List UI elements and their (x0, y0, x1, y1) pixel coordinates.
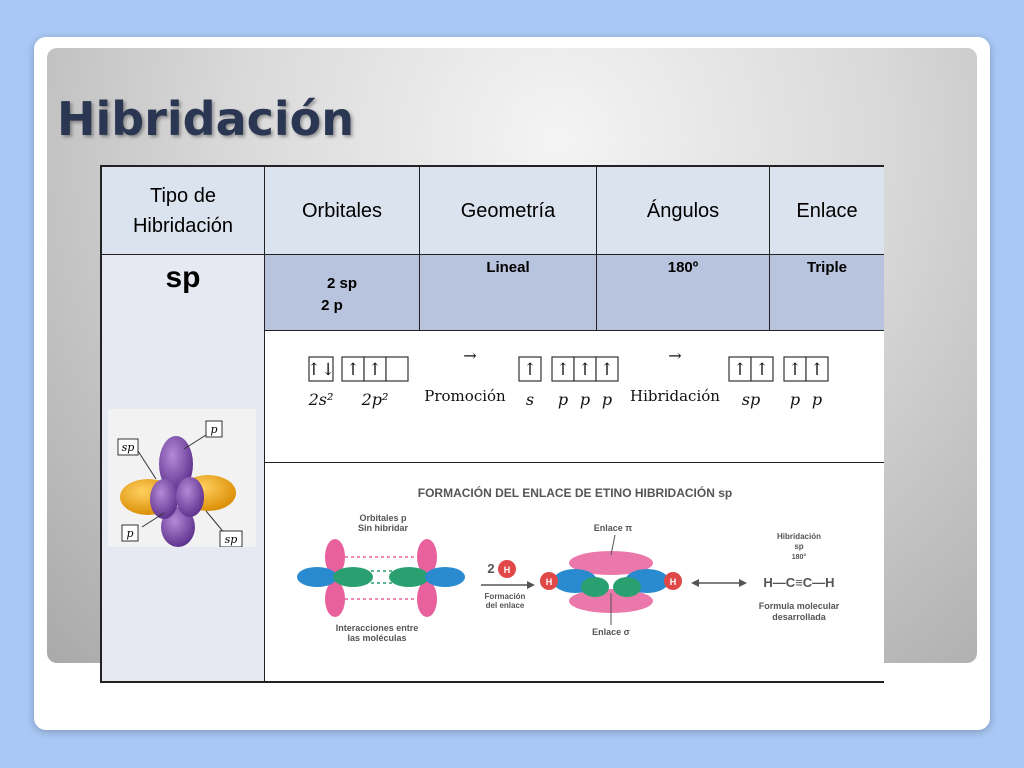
orbitales-line1: 2 sp (326, 275, 357, 292)
label-sp: sp (742, 390, 760, 409)
formula-line2: desarrollada (772, 612, 827, 622)
box-hp-1: ↑ (788, 360, 802, 380)
angulos-cell: 180º (597, 255, 770, 331)
step-hibridacion: Hibridación (630, 387, 720, 405)
ethyne-bond-diagram: FORMACIÓN DEL ENLACE DE ETINO HIBRIDACIÓ… (265, 463, 884, 681)
hib-angle: 180° (792, 553, 807, 561)
hybridization-table: Tipo de Hibridación Orbitales Geometría … (100, 165, 884, 683)
ethyne-svg: FORMACIÓN DEL ENLACE DE ETINO HIBRIDACIÓ… (297, 485, 840, 643)
formula-line1: Formula molecular (759, 601, 840, 611)
arrow-1: → (463, 346, 476, 365)
header-enlace: Enlace (770, 167, 884, 255)
label-2p2: 2p² (361, 390, 389, 409)
label-hp-b: p (812, 390, 822, 409)
step-promocion: Promoción (424, 387, 506, 405)
label-s: s (526, 390, 534, 409)
label-p-bottom: p (126, 527, 133, 540)
reagent-count: 2 (487, 561, 494, 576)
enlace-cell: Triple (770, 255, 884, 331)
enlace-pi-label: Enlace π (594, 523, 633, 533)
interacciones-line1: Interacciones entre (336, 623, 419, 633)
label-p-top: p (210, 423, 217, 436)
hib-line2: sp (794, 542, 803, 551)
enlace-sigma-label: Enlace σ (592, 627, 630, 637)
label-2s2: 2s² (308, 390, 334, 409)
p-lobe-top (159, 436, 193, 492)
label-sp-top: sp (122, 441, 135, 454)
arrow-2: → (668, 346, 681, 365)
orbitales-p-line2: Sin hibridar (358, 523, 409, 533)
hib-line1: Hibridación (777, 532, 821, 541)
electron-box-svg: ↑↓ ↑ ↑ ↑ ↑ ↑ ↑ ↑ ↑ ↑ ↑ → → Promoción Hib… (307, 346, 829, 409)
formacion-line2: del enlace (486, 601, 525, 610)
box-sp-2: ↑ (755, 360, 769, 380)
box-2s: ↑↓ (307, 360, 336, 380)
box-2p-1: ↑ (346, 360, 360, 380)
box-sp-1: ↑ (733, 360, 747, 380)
formacion-line1: Formación (485, 592, 526, 601)
ethyne-h-left: H (546, 577, 553, 587)
label-p-c: p (602, 390, 612, 409)
label-sp-bottom: sp (225, 533, 238, 546)
orbitales-line2: 2 p (321, 297, 343, 314)
box-2p-2: ↑ (368, 360, 382, 380)
interacciones-line2: las moléculas (347, 633, 406, 643)
ethyne-title: FORMACIÓN DEL ENLACE DE ETINO HIBRIDACIÓ… (418, 485, 732, 500)
tipo-cell: sp sp p (102, 255, 265, 681)
box-s: ↑ (523, 360, 537, 380)
p-lobe-left (150, 479, 178, 519)
tipo-sp-label: sp (165, 261, 201, 294)
header-tipo-line1: Tipo de (150, 184, 216, 207)
left-molecules (297, 539, 465, 617)
orbitales-p-line1: Orbitales p (359, 513, 407, 523)
hydrogen-atom-reagent (498, 560, 516, 578)
header-orbitales: Orbitales (265, 167, 420, 255)
label-p-a: p (558, 390, 568, 409)
box-p-2: ↑ (578, 360, 592, 380)
box-hp-2: ↑ (810, 360, 824, 380)
sp-orbital-diagram: sp p p sp (108, 409, 256, 548)
geometria-cell: Lineal (420, 255, 597, 331)
ethyne-formula: H—C≡C—H (763, 575, 834, 590)
reagent-h: H (504, 565, 511, 575)
slide-title: Hibridación (57, 92, 355, 146)
header-tipo-line2: Hibridación (132, 214, 234, 237)
box-p-3: ↑ (600, 360, 614, 380)
label-hp-a: p (790, 390, 800, 409)
p-lobe-right (176, 477, 204, 517)
box-p-1: ↑ (556, 360, 570, 380)
header-angulos: Ángulos (597, 167, 770, 255)
header-tipo: Tipo de Hibridación (102, 167, 265, 255)
orbitales-cell: 2 sp 2 p (265, 255, 420, 331)
header-geometria: Geometría (420, 167, 597, 255)
sp-orbital-svg: sp p p sp (117, 420, 243, 548)
label-p-b: p (580, 390, 590, 409)
ethyne-h-right: H (670, 577, 677, 587)
electron-box-diagram: ↑↓ ↑ ↑ ↑ ↑ ↑ ↑ ↑ ↑ ↑ ↑ → → Promoción Hib… (265, 331, 884, 463)
